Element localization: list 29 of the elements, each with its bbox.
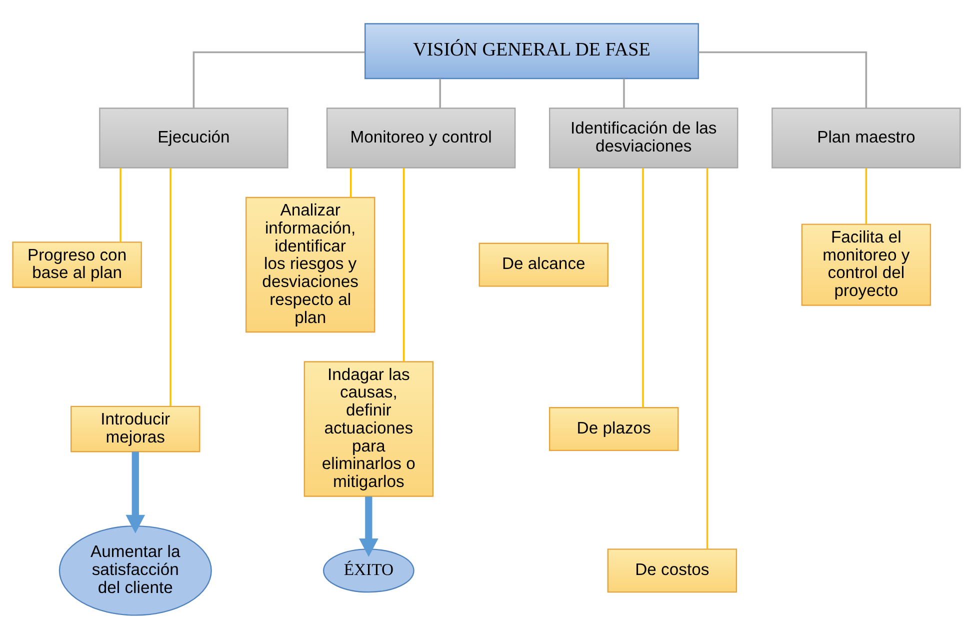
arrow xyxy=(359,496,378,557)
connector xyxy=(402,168,405,362)
node-box: Indagar las causas, definir actuaciones para eliminarlos o mitigarlos xyxy=(304,361,434,497)
node-box: De costos xyxy=(607,548,738,593)
connector xyxy=(642,168,644,408)
node-box: Introducir mejoras xyxy=(70,406,200,452)
connector xyxy=(706,168,708,549)
node-box: Progreso con base al plan xyxy=(12,242,142,288)
node-ellipse: ÉXITO xyxy=(322,548,414,593)
connector xyxy=(578,168,580,244)
connector xyxy=(439,78,441,108)
node-box: Plan maestro xyxy=(772,108,961,168)
node-box: Identificación de las desviaciones xyxy=(548,108,738,168)
node-box: Facilita el monitoreo y control del proyecto xyxy=(801,224,932,306)
arrow xyxy=(126,452,146,534)
connector xyxy=(350,168,352,198)
node-ellipse: Aumentar la satisfacción del cliente xyxy=(58,525,212,616)
node-box: Ejecución xyxy=(99,108,288,168)
node-box: De plazos xyxy=(548,407,679,452)
node-box: De alcance xyxy=(478,242,608,287)
connector xyxy=(192,51,365,108)
node-box: VISIÓN GENERAL DE FASE xyxy=(364,23,699,80)
connector xyxy=(865,168,868,224)
connector xyxy=(120,168,122,242)
node-box: Analizar información, identificar los riesgos y desviaciones respecto al plan xyxy=(245,196,376,333)
connector xyxy=(623,78,625,108)
connector xyxy=(170,168,172,406)
node-box: Monitoreo y control xyxy=(326,108,516,168)
connector xyxy=(698,51,868,108)
